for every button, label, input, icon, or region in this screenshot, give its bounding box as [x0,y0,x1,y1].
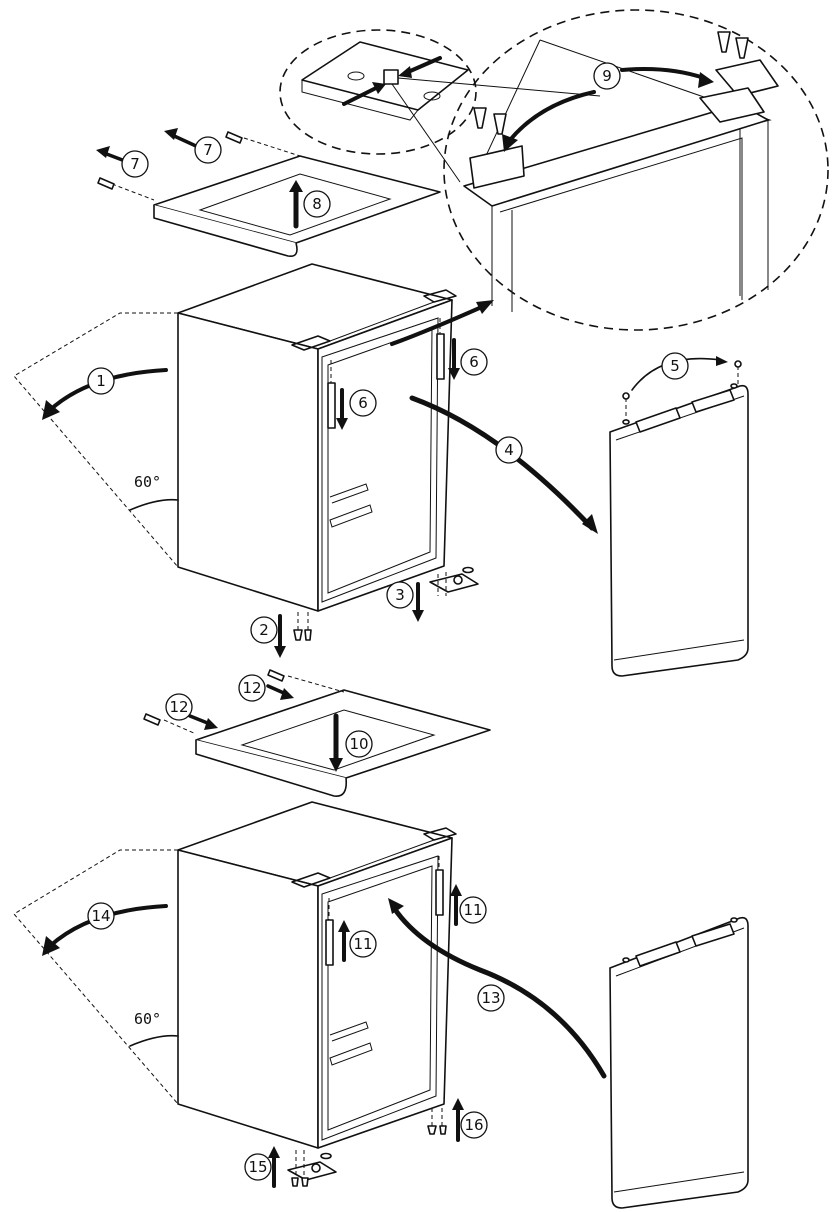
top-panel-removed [96,128,441,258]
callout-5: 5 [661,352,689,380]
door-removed [609,360,749,677]
callout-15: 15 [244,1153,272,1181]
lower-hinge-top [429,566,479,596]
detail-bubble-small [279,29,601,183]
svg-text:15: 15 [248,1158,267,1176]
callout-11a: 11 [349,930,377,958]
callout-8: 8 [303,190,331,218]
callout-11b: 11 [459,896,487,924]
detail-bubble-large [443,9,829,331]
callout-6a: 6 [349,389,377,417]
screw-icon [97,131,243,190]
svg-text:2: 2 [259,621,269,639]
svg-text:4: 4 [504,441,514,459]
callout-7a: 7 [121,150,149,178]
angle-label-bottom: 60° [134,1010,161,1028]
callout-14: 14 [87,902,115,930]
angle-label-top: 60° [134,473,161,491]
callout-16: 16 [460,1111,488,1139]
callout-12a: 12 [165,693,193,721]
svg-text:6: 6 [358,394,368,412]
top-panel-install [143,669,491,797]
svg-text:6: 6 [469,353,479,371]
svg-text:13: 13 [481,989,500,1007]
callout-12b: 12 [238,674,266,702]
callout-4: 4 [495,436,523,464]
svg-text:12: 12 [169,698,188,716]
svg-text:10: 10 [349,735,368,753]
svg-text:5: 5 [670,357,680,375]
door-install [609,916,749,1209]
svg-text:7: 7 [203,141,213,159]
svg-text:1: 1 [96,372,106,390]
callout-3: 3 [386,581,414,609]
svg-text:11: 11 [463,901,482,919]
top-cabinet [13,263,457,612]
svg-text:7: 7 [130,155,140,173]
svg-text:3: 3 [395,586,405,604]
svg-text:11: 11 [353,935,372,953]
callout-10: 10 [345,730,373,758]
bottom-cabinet [13,801,457,1149]
svg-text:12: 12 [242,679,261,697]
svg-text:8: 8 [312,195,322,213]
lower-hinge-bottom [287,1150,337,1187]
svg-text:14: 14 [91,907,110,925]
svg-text:9: 9 [602,67,612,85]
callout-7b: 7 [194,136,222,164]
callout-2: 2 [250,616,278,644]
callout-6b: 6 [460,348,488,376]
callout-13: 13 [477,984,505,1012]
callout-9: 9 [593,62,621,90]
svg-text:16: 16 [464,1116,483,1134]
callout-1: 1 [87,367,115,395]
